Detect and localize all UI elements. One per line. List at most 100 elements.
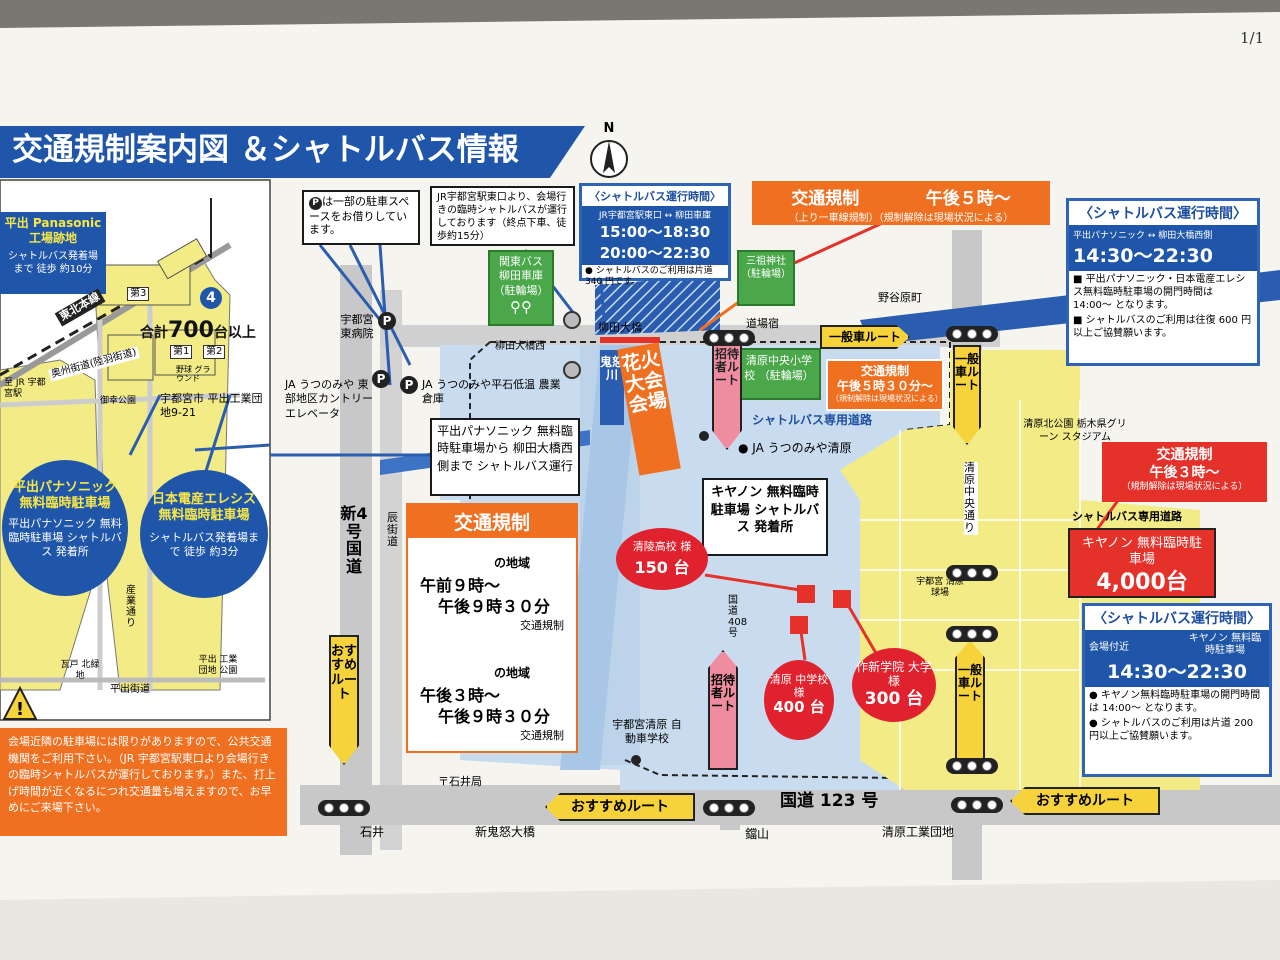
legend-area1-time1: 午前９時〜 <box>420 576 501 595</box>
regulation-legend-title: 交通規制 <box>408 505 576 538</box>
shuttle-canon-note2: ● シャトルバスのご利用は片道 200 円以上ご協賛願います。 <box>1089 718 1254 742</box>
total-unit: 台以上 <box>213 325 256 341</box>
traffic-signal-icon <box>946 326 998 342</box>
sanso-label: 三祖神社 （駐輪場） <box>741 256 791 280</box>
regulation-right: 交通規制 午後３時〜 （規制解除は現場状況による） <box>1102 442 1267 502</box>
invite-route-arrow[interactable]: 招待者ルート <box>712 340 742 450</box>
ishii-label: 石井 <box>360 825 385 839</box>
recommend-route-arrow-left[interactable]: おすすめルート <box>545 793 695 821</box>
ippan-route-arrow-up[interactable]: 一般車ルート <box>955 640 985 760</box>
parking-p-icon-2: P <box>372 370 390 388</box>
kiyohara-jhs-name: 清原 中学校 様 <box>769 673 829 699</box>
lot-2-label: 第2 <box>203 345 226 359</box>
kiyohara-school-parking: 清原中央小学校 （駐輪場） <box>737 348 821 400</box>
traffic-signal-icon <box>951 797 1003 813</box>
route-4-badge-icon: 4 <box>200 287 222 309</box>
seiryo-count: 150 台 <box>634 558 690 577</box>
shuttle-canon-time: 14:30〜22:30 <box>1107 661 1247 683</box>
traffic-signal-icon <box>946 565 998 581</box>
shin-kinugawa-label: 新鬼怒大橋 <box>475 825 536 839</box>
regulation-middle: 交通規制 午後５時３０分〜 （規制解除は現場状況による） <box>826 359 944 411</box>
traffic-signal-icon <box>946 758 998 774</box>
shuttle-panasonic-note2: ■ シャトルバスのご利用は往復 600 円以上ご協賛願います。 <box>1073 315 1252 339</box>
shuttle-canon-body: 会場付近 キヤノン 無料臨時駐車場 14:30〜22:30 <box>1085 630 1269 687</box>
kiyohara-industrial-label: 清原工業団地 <box>882 825 955 839</box>
kanto-bus-label: 関東バス 柳田車庫 （駐輪場） <box>493 255 549 297</box>
kiyohara-stadium-label: 宇都宮 清原球場 <box>916 577 964 598</box>
seiryo-parking-badge: 清陵高校 様 150 台 <box>616 528 708 590</box>
legend-area1-reg: 交通規制 <box>520 619 564 632</box>
recommend-route-arrow-right[interactable]: おすすめルート <box>1010 787 1160 815</box>
regulation-middle-sub: （規制解除は現場状況による） <box>831 394 943 403</box>
kiyohara-jhs-count: 400 台 <box>773 698 825 717</box>
page-title: 交通規制案内図 ＆シャトルバス情報 <box>12 132 519 168</box>
nidec-lot-note: シャトルバス発着場まで 徒歩 約3分 <box>149 530 259 559</box>
traffic-signal-icon <box>703 800 755 816</box>
hiraide-site-title: 平出 Panasonic 工場跡地 <box>4 216 102 245</box>
kiyohara-jhs-parking-badge: 清原 中学校 様 400 台 <box>764 660 834 740</box>
regulation-top-time: 午後５時〜 <box>925 189 1011 209</box>
canon-shuttle-terminal: キヤノン 無料臨時駐車場 シャトルバス 発着所 <box>702 478 828 556</box>
regulation-right-title: 交通規制 <box>1156 447 1213 463</box>
total-label: 合計 <box>140 325 168 341</box>
shuttle-panasonic-time: 14:30〜22:30 <box>1073 245 1213 267</box>
shuttle-jr-box: 〈シャトルバス運行時間〉 JR宇都宮駅東口 ↔ 柳田車庫 15:00〜18:30… <box>579 183 731 287</box>
regulation-top: 交通規制 午後５時〜 （上り一車線規制）（規制解除は現場状況による） <box>752 181 1050 225</box>
title-banner <box>0 126 585 178</box>
shuttle-panasonic-head: 〈シャトルバス運行時間〉 <box>1069 201 1257 225</box>
ishii-post-label: 〒石井局 <box>438 775 482 788</box>
panasonic-parking-badge: 平出パナソニック 無料臨時駐車場 平出パナソニック 無料臨時駐車場 シャトルバス… <box>2 460 128 596</box>
bicycle-icon: ⚲⚲ <box>510 297 532 316</box>
noyaharamachi-label: 野谷原町 <box>878 291 922 304</box>
lot-3-label: 第3 <box>127 287 150 301</box>
canon-parking-name: キヤノン 無料臨時駐車場 <box>1081 536 1203 568</box>
total-value: 700 <box>168 318 214 343</box>
page-number: 1/1 <box>1240 29 1265 47</box>
regulation-right-time: 午後３時〜 <box>1149 465 1220 482</box>
sakushin-parking-badge: 作新学院 大学 様 300 台 <box>852 648 936 722</box>
recommend-route-arrow-down[interactable]: おすすめルート <box>329 635 359 765</box>
hiraide-site-box: 平出 Panasonic 工場跡地 シャトルバス発着場まで 徒歩 約10分 <box>0 212 106 294</box>
canon-parking-count: 4,000台 <box>1096 569 1188 595</box>
warning-note: 会場近隣の駐車場には限りがありますので、公共交通機関をご利用下さい。（JR 宇都… <box>0 728 287 836</box>
ja-east-label: JA うつのみや 東部地区カントリー エレベータ <box>285 378 373 420</box>
ja-kiyohara-label: ● JA うつのみや清原 <box>738 441 852 455</box>
yanagita-bridge-label: 柳田大橋 <box>598 321 642 334</box>
parking-p-icon-3: P <box>400 376 418 394</box>
shuttle-jr-body: JR宇都宮駅東口 ↔ 柳田車庫 15:00〜18:30 20:00〜22:30 <box>582 206 728 265</box>
shuttle-jr-time2: 20:00〜22:30 <box>599 244 711 262</box>
yanagita-west-label: 柳田大橋西 <box>495 341 545 352</box>
shuttle-panasonic-route: 平出パナソニック ↔ 柳田大橋西側 <box>1073 231 1213 241</box>
warning-icon: ! <box>2 685 38 722</box>
regulation-middle-time: 午後５時３０分〜 <box>836 379 933 393</box>
compass-label: N <box>603 121 615 136</box>
parking-p-icon-1: P <box>378 312 396 330</box>
legend-area2-label: の地域 <box>494 666 531 680</box>
panasonic-lot-note: 平出パナソニック 無料臨時駐車場 シャトルバス 発着所 <box>8 516 122 559</box>
legend-area1-time2: 午後９時３０分 <box>438 597 551 616</box>
regulation-legend: 交通規制 の地域 午前９時〜 午後９時３０分 交通規制 の地域 午後３時〜 午後… <box>406 503 578 753</box>
ja-kiyohara-text: JA うつのみや清原 <box>752 441 852 455</box>
sakushin-count: 300 台 <box>864 688 924 709</box>
regulation-middle-title: 交通規制 <box>860 364 909 378</box>
nidec-lot-title: 日本電産エレシス 無料臨時駐車場 <box>151 492 256 524</box>
hiraide-site-note: シャトルバス発着場まで 徒歩 約10分 <box>8 251 98 275</box>
legend-area2-time1: 午後３時〜 <box>420 686 501 705</box>
shuttle-jr-route: JR宇都宮駅東口 ↔ 柳田車庫 <box>598 211 712 221</box>
route-123-label: 国道 123 号 <box>780 791 879 811</box>
invite-route-arrow-up[interactable]: 招待者ルート <box>708 650 738 770</box>
canon-parking-badge: キヤノン 無料臨時駐車場 4,000台 <box>1068 528 1216 598</box>
mini-north-icon <box>210 198 234 258</box>
ippan-route-arrow[interactable]: 一般車ルート <box>820 325 910 349</box>
shuttle-canon-box: 〈シャトルバス運行時間〉 会場付近 キヤノン 無料臨時駐車場 14:30〜22:… <box>1082 603 1272 777</box>
shuttle-jr-time1: 15:00〜18:30 <box>599 223 711 241</box>
shuttle-jr-fare: ● シャトルバスのご利用は片道 340 円です。 <box>585 266 713 287</box>
kanto-bus-parking: 関東バス 柳田車庫 （駐輪場） ⚲⚲ <box>488 250 554 326</box>
jr-direction-label: 至 JR 宇都宮駅 <box>4 378 46 399</box>
nidec-parking-badge: 日本電産エレシス 無料臨時駐車場 シャトルバス発着場まで 徒歩 約3分 <box>140 470 268 598</box>
shuttle-panasonic-note1: ■ 平出パナソニック・日本電産エレシス無料臨時駐車場の開門時間は 14:00〜 … <box>1073 274 1246 311</box>
traffic-signal-icon <box>946 626 998 642</box>
ippan-route-arrow-vertical[interactable]: 一般車ルート <box>953 345 981 445</box>
seiryo-name: 清陵高校 様 <box>632 540 692 553</box>
